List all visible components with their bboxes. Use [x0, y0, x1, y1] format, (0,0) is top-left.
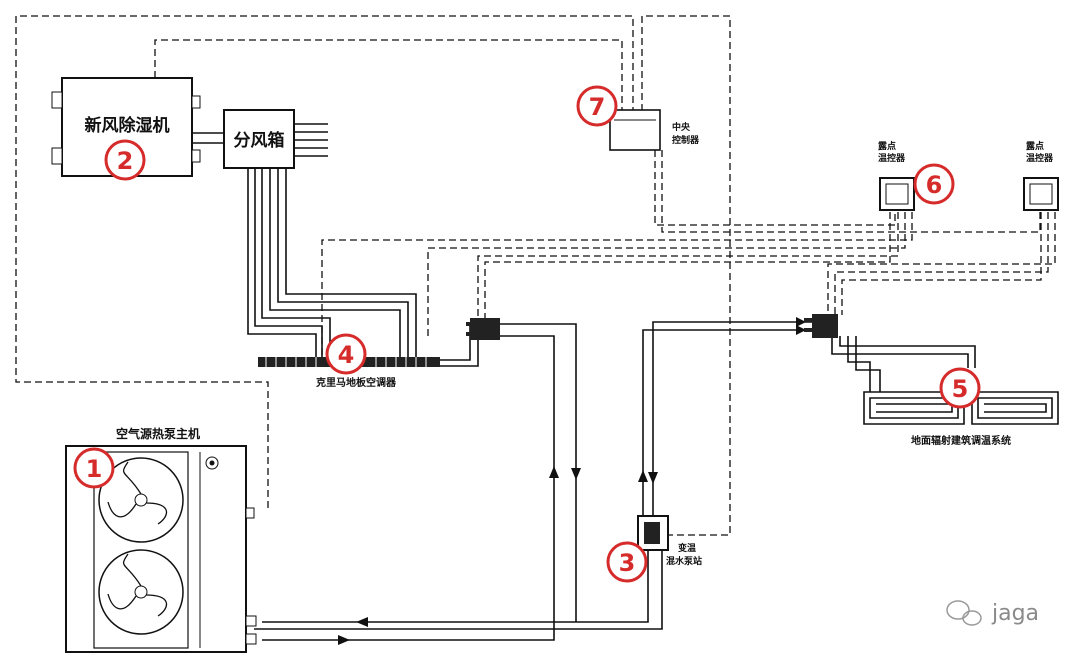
- central-controller: 中央 控制器: [609, 109, 700, 151]
- svg-text:6: 6: [926, 171, 943, 199]
- flow-arrows: [338, 317, 806, 645]
- marker-7: 7: [576, 85, 618, 127]
- svg-text:5: 5: [952, 375, 969, 403]
- dew-a-label-1: 露点: [878, 140, 896, 152]
- watermark-text: jaga: [991, 601, 1039, 626]
- svg-text:3: 3: [619, 549, 636, 577]
- dew-point-controller-a: 露点 温控器: [878, 140, 915, 211]
- heat-pump-label: 空气源热泵主机: [116, 426, 200, 441]
- mixing-label-2: 混水泵站: [666, 555, 702, 567]
- fresh-air-unit-label: 新风除湿机: [85, 115, 170, 136]
- central-controller-label-2: 控制器: [672, 134, 700, 146]
- manifold-1: [466, 318, 500, 340]
- marker-6: 6: [913, 163, 955, 205]
- floor-radiant-label: 地面辐射建筑调温系统: [911, 434, 1011, 447]
- central-controller-label-1: 中央: [672, 121, 691, 133]
- control-wiring: [15, 15, 1056, 536]
- fresh-air-dehumidifier: 新风除湿机: [51, 77, 201, 177]
- marker-4: 4: [325, 333, 367, 375]
- svg-text:7: 7: [589, 93, 606, 121]
- mixing-label-1: 变温: [678, 542, 696, 554]
- marker-1: 1: [73, 447, 115, 489]
- dew-b-label-1: 露点: [1026, 140, 1044, 152]
- dew-point-controller-b: 露点 温控器: [1023, 140, 1059, 211]
- mixing-pump-station: 变温 混水泵站: [637, 515, 702, 567]
- marker-3: 3: [606, 541, 648, 583]
- manifold-2: [804, 314, 838, 338]
- air-distribution-box: 分风箱: [223, 109, 295, 169]
- floor-ac-label: 克里马地板空调器: [316, 376, 397, 389]
- piping: [192, 123, 1059, 641]
- marker-2: 2: [104, 139, 146, 181]
- svg-text:2: 2: [117, 147, 134, 175]
- dew-b-label-2: 温控器: [1026, 152, 1054, 164]
- marker-5: 5: [939, 367, 981, 409]
- watermark: jaga: [946, 600, 1039, 626]
- svg-text:4: 4: [338, 341, 355, 369]
- air-box-label: 分风箱: [234, 130, 285, 151]
- dew-a-label-2: 温控器: [878, 152, 906, 164]
- svg-text:1: 1: [86, 455, 103, 483]
